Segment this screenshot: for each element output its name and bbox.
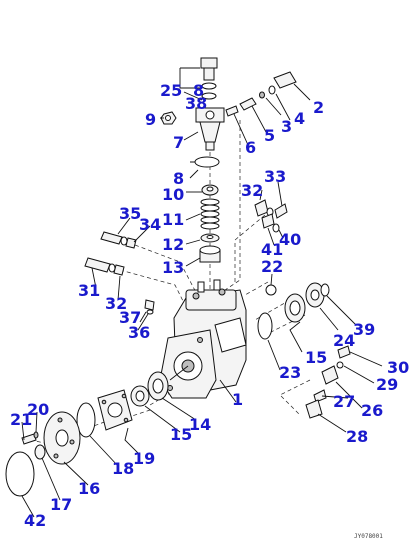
drawing-code: JY078001	[354, 533, 383, 540]
left-banjo-set	[100, 231, 137, 249]
callout-9: 9	[145, 110, 156, 129]
callout-24: 24	[333, 331, 355, 350]
callout-14: 14	[189, 415, 211, 434]
callout-34: 34	[139, 215, 161, 234]
callout-23: 23	[279, 363, 301, 382]
part-29-ring	[336, 361, 344, 369]
callout-10: 10	[162, 185, 184, 204]
callout-18: 18	[112, 459, 134, 478]
part-23-oring	[257, 312, 273, 340]
part-2-fitting	[273, 71, 297, 89]
part-28-body	[305, 399, 323, 419]
part-34-banjo	[125, 237, 137, 249]
part-22-ring	[265, 284, 277, 296]
part-14-drive-gear	[147, 371, 169, 401]
part-7-tip	[205, 141, 215, 151]
callout-26: 26	[361, 401, 383, 420]
callout-6: 6	[245, 138, 256, 157]
callout-29: 29	[376, 375, 398, 394]
callout-38: 38	[185, 94, 207, 113]
callout-40: 40	[279, 230, 301, 249]
callout-2: 2	[313, 98, 324, 117]
callout-41: 41	[261, 240, 283, 259]
part-6-valve	[225, 105, 239, 117]
part-20-21-bolt	[21, 431, 39, 445]
part-8-oring-lower	[194, 156, 220, 168]
part-3-seal	[259, 91, 265, 99]
part-36-37-screws	[144, 299, 155, 315]
callout-17: 17	[50, 495, 72, 514]
callout-20: 20	[27, 400, 49, 419]
callout-27: 27	[333, 392, 355, 411]
callout-22: 22	[261, 257, 283, 276]
callout-28: 28	[346, 427, 368, 446]
callout-8-lower: 8	[173, 169, 184, 188]
lower-right-valve-set	[305, 345, 351, 419]
part-25-cap	[200, 57, 218, 69]
part-16-coupling	[43, 411, 81, 465]
part-27-seat	[313, 389, 327, 403]
part-11-spring	[200, 198, 220, 230]
callout-15-right: 15	[305, 348, 327, 367]
part-7-housing-body	[199, 121, 221, 143]
callout-12: 12	[162, 235, 184, 254]
part-5-spring	[239, 97, 257, 111]
callout-13: 13	[162, 258, 184, 277]
part-9-nut	[160, 111, 177, 125]
plunger-stack	[194, 156, 221, 263]
callout-11: 11	[162, 210, 184, 229]
callout-3: 3	[281, 117, 292, 136]
right-fitting-set	[225, 71, 297, 117]
part-38-oring	[201, 92, 217, 100]
callout-32-upper: 32	[241, 181, 263, 200]
callout-25: 25	[160, 81, 182, 100]
callout-1: 1	[232, 390, 243, 409]
callout-8-upper: 8	[193, 81, 204, 100]
callout-labels: 1 2 3 4 5 6 7 8 8 9 10 11 12 13 14 15 15…	[10, 81, 409, 530]
callout-35: 35	[119, 204, 141, 223]
callout-15-lower: 15	[170, 425, 192, 444]
part-42-oring	[5, 451, 35, 497]
part-26-valve	[321, 365, 339, 385]
callout-19: 19	[133, 449, 155, 468]
leader-lines	[21, 67, 383, 518]
part-1-pump-body	[159, 279, 247, 399]
callout-32-lower: 32	[105, 294, 127, 313]
part-30-plug	[337, 345, 351, 359]
part-18-gasket	[76, 402, 96, 438]
callout-21: 21	[10, 410, 32, 429]
part-15-bearing-right	[284, 293, 306, 323]
part-8-oring-top	[201, 82, 217, 90]
part-25-stem	[203, 67, 215, 81]
part-39-ring	[320, 283, 330, 297]
callout-31: 31	[78, 281, 100, 300]
callout-16: 16	[78, 479, 100, 498]
left-fitting-set	[84, 257, 125, 276]
callout-30: 30	[387, 358, 409, 377]
callout-7: 7	[173, 133, 184, 152]
callout-36: 36	[128, 323, 150, 342]
callout-33: 33	[264, 167, 286, 186]
part-31-bolt	[84, 257, 111, 273]
callout-39: 39	[353, 320, 375, 339]
callout-4: 4	[294, 109, 305, 128]
part-19-flange	[97, 389, 133, 431]
right-banjo-set	[254, 199, 288, 233]
part-35-bolt	[100, 231, 123, 245]
upper-valve-assembly	[195, 57, 225, 151]
part-4-washer	[268, 85, 276, 95]
part-17-washer	[34, 444, 46, 460]
callout-42: 42	[24, 511, 46, 530]
callout-37: 37	[119, 308, 141, 327]
callout-5: 5	[264, 126, 275, 145]
